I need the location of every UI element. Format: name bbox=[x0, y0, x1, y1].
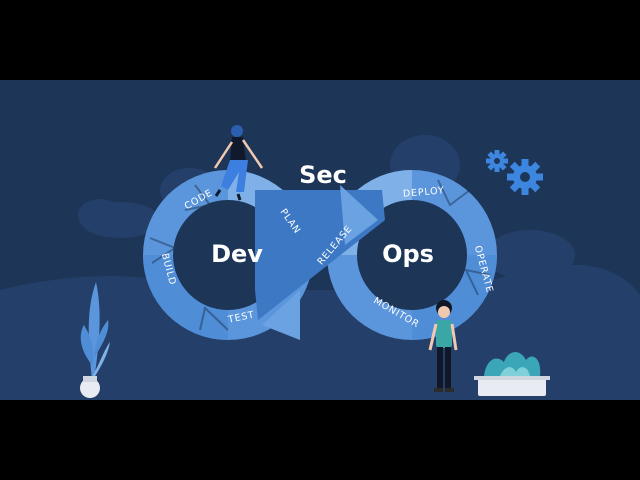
sec-label: Sec bbox=[299, 161, 347, 189]
infinity-loop bbox=[143, 170, 497, 340]
person-sitting bbox=[213, 125, 264, 201]
gear-icon-small bbox=[486, 150, 508, 172]
dev-label: Dev bbox=[211, 240, 263, 268]
stage-deploy: DEPLOY bbox=[403, 185, 445, 200]
person-standing bbox=[428, 300, 458, 392]
devsecops-diagram: Dev Sec Ops CODE PLAN RELEASE DEPLOY OPE… bbox=[0, 125, 640, 400]
illustration-frame: Dev Sec Ops CODE PLAN RELEASE DEPLOY OPE… bbox=[0, 80, 640, 400]
ops-label: Ops bbox=[382, 240, 434, 268]
planter bbox=[474, 351, 550, 396]
plant bbox=[80, 282, 110, 398]
gear-icon bbox=[507, 159, 543, 195]
